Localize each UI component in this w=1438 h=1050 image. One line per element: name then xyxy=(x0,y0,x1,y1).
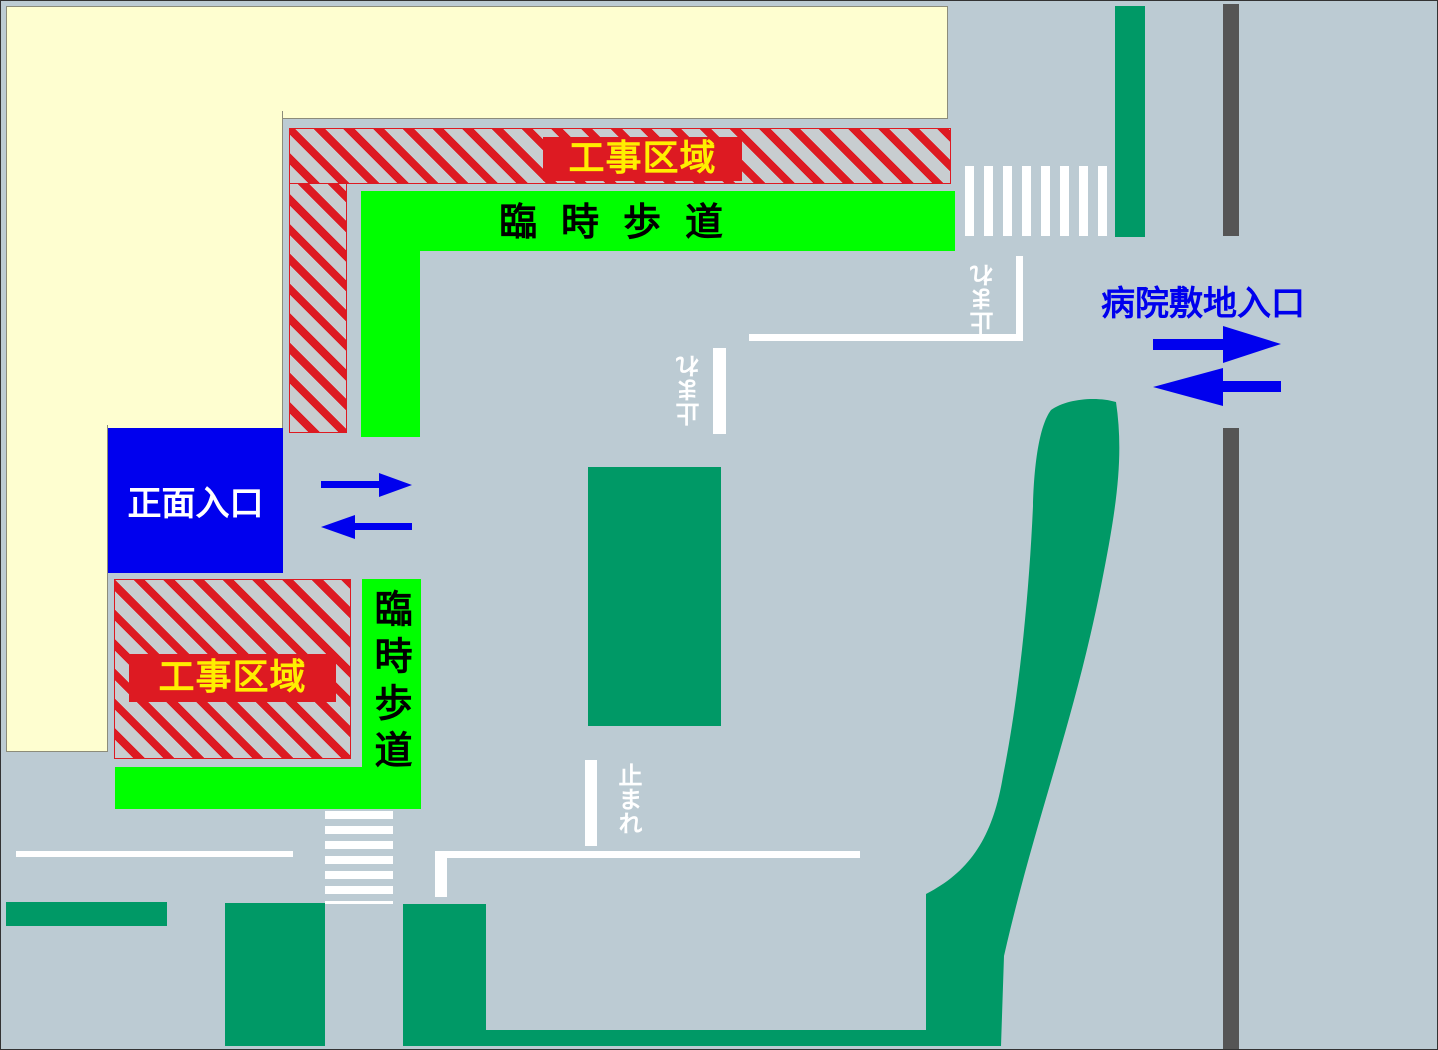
hospital-arrow-left-icon xyxy=(1153,368,1281,406)
center-island xyxy=(588,467,721,726)
arrow-left-icon xyxy=(321,515,412,539)
bottom-block-2 xyxy=(403,904,931,1046)
arrow-right-icon xyxy=(321,473,412,497)
stop-line-bottom-vertical xyxy=(585,760,597,846)
road-centerline-top xyxy=(1223,4,1239,236)
crosswalk-top xyxy=(965,166,1110,236)
road-centerline-bottom xyxy=(1223,428,1239,1049)
hospital-building-left xyxy=(6,111,283,429)
main-entrance: 正面入口 xyxy=(108,428,283,573)
bottom-block-1 xyxy=(225,903,325,1046)
bottom-left-median xyxy=(6,902,167,926)
lane-line-bottom-left xyxy=(16,851,293,857)
temp-walkway-bottom-band xyxy=(115,767,421,809)
lane-line-bottom xyxy=(435,851,860,858)
construction-zone-top-leg xyxy=(289,184,347,433)
construction-zone-label-bottom: 工事区域 xyxy=(129,654,336,702)
stop-marking-middle: 止まれ xyxy=(676,354,704,426)
stop-line-top-vertical xyxy=(1016,256,1023,341)
hospital-building-lower-left xyxy=(6,425,108,752)
stop-line-middle xyxy=(713,348,726,434)
top-right-median xyxy=(1115,6,1145,237)
curved-island xyxy=(926,398,1120,1046)
stop-marking-top: 止まれ xyxy=(970,263,998,335)
stop-marking-bottom: 止まれ xyxy=(614,763,642,835)
temp-walkway-label-top: 臨時歩道 xyxy=(499,200,748,244)
crosswalk-bottom xyxy=(325,811,393,904)
hospital-arrow-right-icon xyxy=(1153,326,1281,363)
temp-walkway-bottom-leg xyxy=(362,579,421,769)
temp-walkway-label-bottom: 臨時歩道 xyxy=(368,589,412,777)
temp-walkway-top-leg xyxy=(361,251,420,437)
temp-walkway-top-band xyxy=(361,191,955,251)
lane-line-bottom-stub xyxy=(435,851,447,897)
construction-zone-label-top: 工事区域 xyxy=(543,137,742,181)
hospital-building-top xyxy=(6,6,948,119)
stop-line-top-horizontal xyxy=(749,334,1023,341)
hospital-entrance-label: 病院敷地入口 xyxy=(1101,284,1305,324)
